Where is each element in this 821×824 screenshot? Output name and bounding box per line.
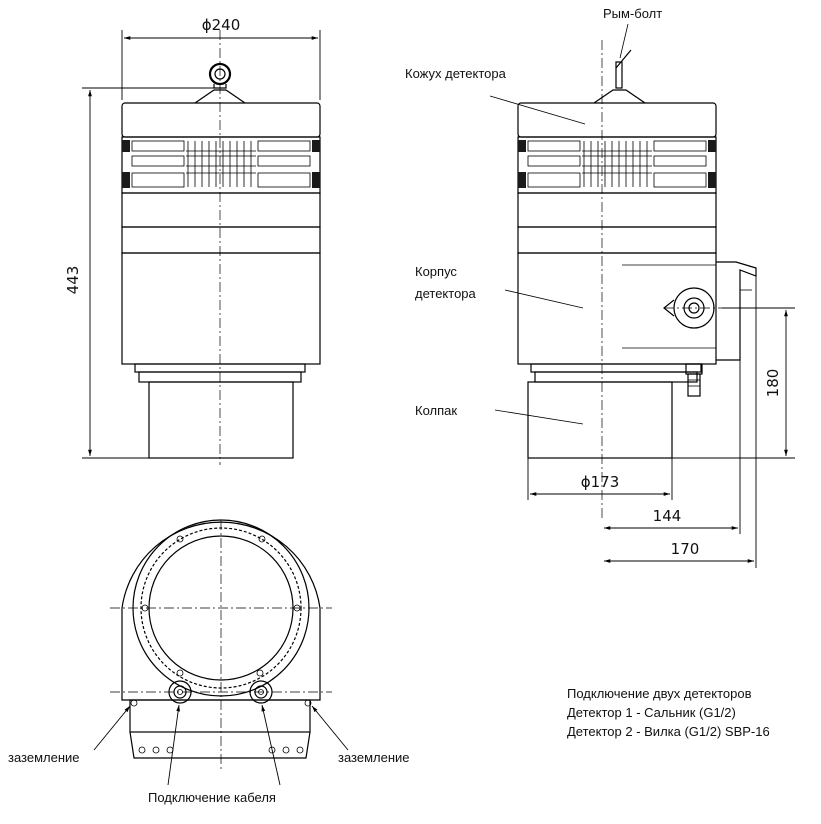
dim-bracket-height: 180 (672, 307, 795, 459)
dim-top-diameter-text: ϕ240 (202, 16, 241, 34)
dim-top-diameter: ϕ240 (121, 16, 321, 100)
mount-bracket (663, 261, 757, 361)
label-detector-cover: Кожух детектора (405, 66, 507, 81)
note-line-1: Подключение двух детекторов (567, 686, 752, 701)
dim-bracket-height-text: 180 (764, 369, 782, 398)
vent-slots-side (527, 140, 707, 188)
dim-height-text: 443 (64, 266, 82, 295)
dim-170-text: 170 (671, 540, 700, 558)
label-grounding-left: заземление (8, 750, 80, 765)
label-grounding-right: заземление (338, 750, 410, 765)
dim-170: 170 (604, 276, 757, 568)
eye-bolt-side (593, 49, 646, 104)
side-view (517, 40, 790, 520)
bottom-view (110, 519, 332, 770)
note-line-3: Детектор 2 - Вилка (G1/2) SBP-16 (567, 724, 770, 739)
cable-gland-side (685, 363, 703, 397)
label-eye-bolt: Рым-болт (603, 6, 662, 21)
vent-slots-front (131, 140, 311, 188)
note-line-2: Детектор 1 - Сальник (G1/2) (567, 705, 736, 720)
label-detector-body-2: детектора (415, 286, 477, 301)
dim-height: 443 (64, 87, 215, 459)
label-cable-connection: Подключение кабеля (148, 790, 276, 805)
label-detector-body-1: Корпус (415, 264, 457, 279)
dim-144: 144 (604, 360, 741, 534)
dim-cap-diameter-text: ϕ173 (581, 473, 620, 491)
dim-cap-diameter: ϕ173 (527, 458, 673, 500)
dim-144-text: 144 (653, 507, 682, 525)
front-view (121, 30, 321, 465)
connection-note: Подключение двух детекторов Детектор 1 -… (567, 686, 770, 739)
label-cap: Колпак (415, 403, 457, 418)
